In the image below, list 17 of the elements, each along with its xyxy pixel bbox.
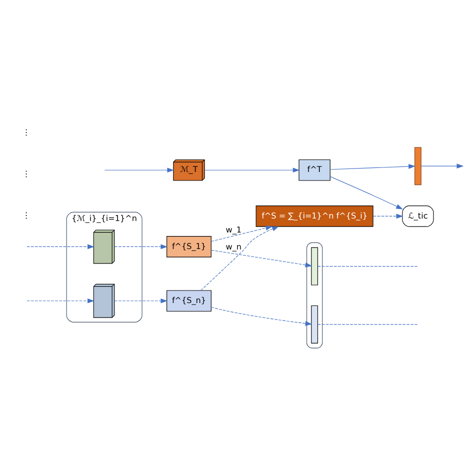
arrow [204,167,300,172]
arrow [114,298,168,303]
node-bar [414,146,422,185]
arrow [210,225,273,242]
arrow [26,298,94,303]
arrow [104,167,174,172]
arrow [330,164,416,170]
arrow [372,213,404,218]
arrow [26,244,94,249]
arrow [210,249,312,267]
node-bar [311,304,318,343]
arrow [210,306,312,326]
arrow [420,163,464,168]
node-bar [311,246,318,285]
arrow [330,176,403,209]
arrow [114,244,168,249]
arrow [200,226,280,290]
